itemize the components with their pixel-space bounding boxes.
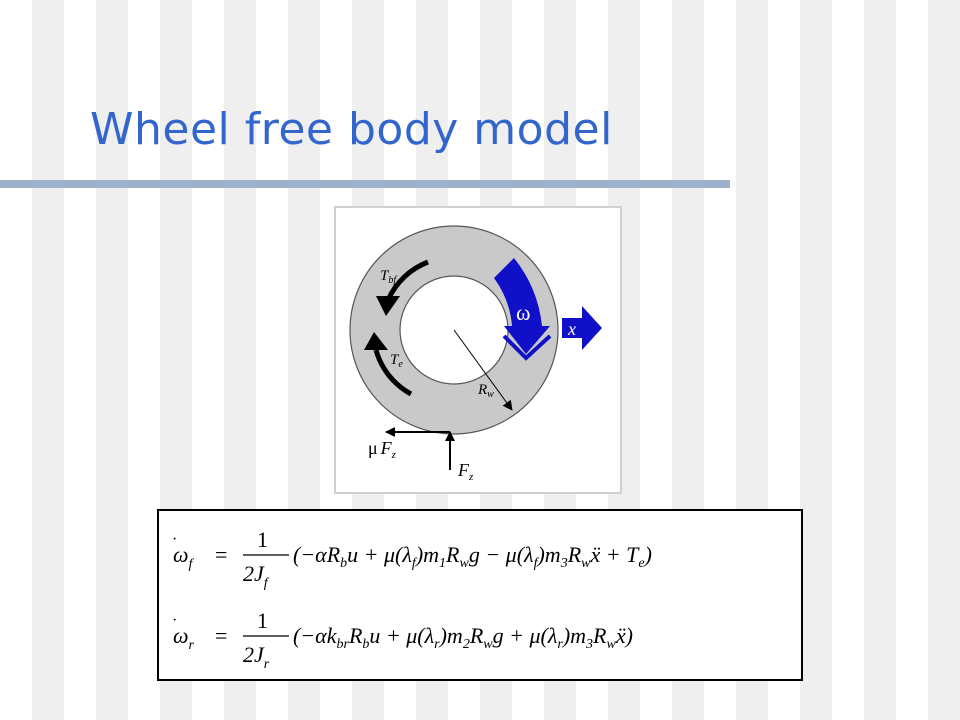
braking-torque-label: Tbf [380, 268, 397, 286]
svg-text:2Jr: 2Jr [243, 642, 270, 672]
title-underline [0, 180, 730, 188]
engine-torque-arrow [373, 349, 413, 397]
svg-text:1: 1 [257, 527, 268, 552]
svg-text:·: · [172, 612, 177, 629]
svg-text:=: = [215, 542, 227, 567]
radius-line [453, 329, 513, 411]
svg-text:2Jf: 2Jf [243, 561, 270, 591]
svg-text:ωr: ωr [173, 623, 195, 653]
direction-arrow [562, 306, 602, 350]
svg-text:·: · [172, 531, 177, 548]
slide-title: Wheel free body model [90, 104, 613, 155]
svg-text:ωf: ωf [173, 542, 195, 572]
svg-text:=: = [215, 623, 227, 648]
engine-torque-label: Te [390, 352, 403, 370]
normal-force-label: Fz [457, 460, 474, 483]
svg-text:(−αkbrRbu + μ(λr)m2Rwg + μ(λr): (−αkbrRbu + μ(λr)m2Rwg + μ(λr)m3Rwẍ) [293, 623, 633, 652]
svg-text:(−αRbu + μ(λf)m1Rwg − μ(λf)m3R: (−αRbu + μ(λf)m1Rwg − μ(λf)m3Rwẍ + Te) [293, 542, 652, 571]
engine-torque-arrowhead [364, 332, 388, 350]
front-wheel-equation: ωf · = 1 2Jf (−αRbu + μ(λf)m1Rwg − μ(λf)… [172, 527, 652, 591]
radius-label: Rw [477, 382, 494, 400]
braking-torque-arrowhead [376, 296, 400, 316]
angular-velocity-chevron [502, 334, 552, 361]
braking-torque-arrow [385, 259, 429, 302]
equations-svg: ωf · = 1 2Jf (−αRbu + μ(λf)m1Rwg − μ(λf)… [172, 527, 652, 672]
equations-box: ωf · = 1 2Jf (−αRbu + μ(λf)m1Rwg − μ(λf)… [157, 509, 803, 681]
angular-velocity-arrow [494, 258, 550, 354]
omega-label: ω [516, 300, 530, 325]
direction-label: x [567, 319, 576, 339]
rear-wheel-equation: ωr · = 1 2Jr (−αkbrRbu + μ(λr)m2Rwg + μ(… [172, 608, 633, 672]
svg-text:1: 1 [257, 608, 268, 633]
